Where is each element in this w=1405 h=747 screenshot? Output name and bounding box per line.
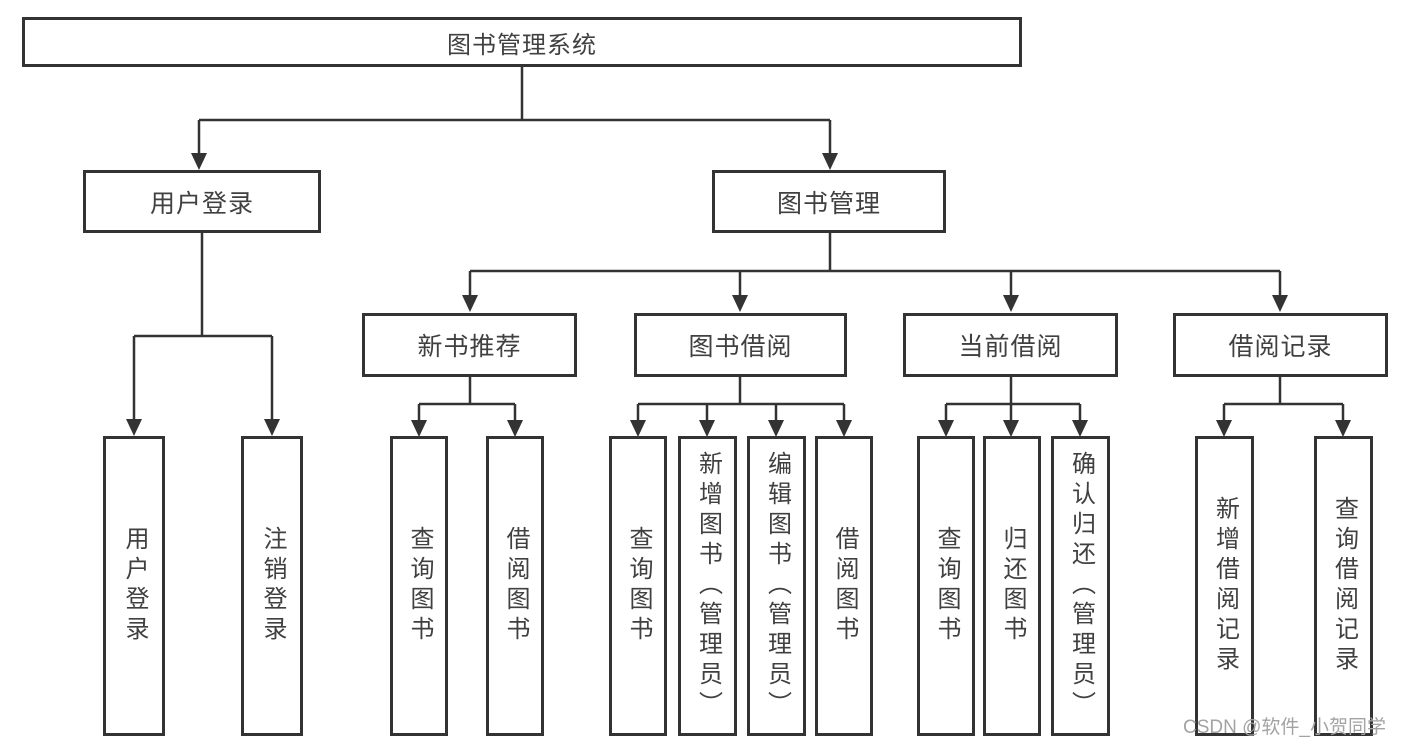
leaf-bb-edit-books-admin: 编辑图书（管理员） <box>747 436 806 736</box>
node-current-borrowing-label: 当前借阅 <box>958 333 1063 361</box>
csdn-watermark: CSDN @软件_小贺同学 <box>1183 717 1386 738</box>
node-book-management: 图书管理 <box>712 170 946 233</box>
leaf-bb-add-books-admin: 新增图书（管理员） <box>678 436 737 736</box>
leaf-bb-query-books: 查询图书 <box>609 436 667 736</box>
leaf-nr-query-books: 查询图书 <box>390 436 448 736</box>
node-new-book-recommendation-label: 新书推荐 <box>417 333 522 361</box>
leaf-nr-borrow-books-label: 借阅图书 <box>502 526 529 646</box>
leaf-br-query-record-label: 查询借阅记录 <box>1330 496 1358 676</box>
node-current-borrowing: 当前借阅 <box>903 313 1118 377</box>
node-user-login: 用户登录 <box>83 170 321 233</box>
leaf-br-add-record-label: 新增借阅记录 <box>1211 496 1239 676</box>
leaf-bb-add-books-admin-label: 新增图书（管理员） <box>694 451 722 721</box>
leaf-user-login: 用户登录 <box>103 436 165 736</box>
leaf-user-login-label: 用户登录 <box>121 526 148 646</box>
leaf-cb-query-books-label: 查询图书 <box>933 526 960 646</box>
node-new-book-recommendation: 新书推荐 <box>362 313 577 377</box>
leaf-bb-borrow-books-label: 借阅图书 <box>831 526 858 646</box>
leaf-bb-query-books-label: 查询图书 <box>625 526 652 646</box>
node-user-login-label: 用户登录 <box>149 189 254 218</box>
node-book-borrowing: 图书借阅 <box>634 313 847 377</box>
node-root: 图书管理系统 <box>22 17 1022 67</box>
leaf-br-add-record: 新增借阅记录 <box>1195 436 1254 736</box>
node-book-borrowing-label: 图书借阅 <box>688 333 793 361</box>
node-book-management-label: 图书管理 <box>776 189 881 218</box>
arrowhead-icons <box>126 153 1351 437</box>
node-borrowing-records: 借阅记录 <box>1173 313 1388 377</box>
leaf-logout: 注销登录 <box>241 436 303 736</box>
leaf-cb-query-books: 查询图书 <box>917 436 975 736</box>
leaf-cb-confirm-return-admin: 确认归还（管理员） <box>1051 436 1110 736</box>
leaf-br-query-record: 查询借阅记录 <box>1314 436 1373 736</box>
leaf-logout-label: 注销登录 <box>259 526 286 646</box>
node-borrowing-records-label: 借阅记录 <box>1228 333 1333 361</box>
node-root-label: 图书管理系统 <box>447 31 597 59</box>
leaf-bb-edit-books-admin-label: 编辑图书（管理员） <box>763 451 791 721</box>
leaf-nr-query-books-label: 查询图书 <box>406 526 433 646</box>
leaf-nr-borrow-books: 借阅图书 <box>486 436 544 736</box>
leaf-cb-confirm-return-admin-label: 确认归还（管理员） <box>1067 451 1095 721</box>
leaf-cb-return-books: 归还图书 <box>983 436 1041 736</box>
leaf-bb-borrow-books: 借阅图书 <box>815 436 873 736</box>
leaf-cb-return-books-label: 归还图书 <box>999 526 1026 646</box>
